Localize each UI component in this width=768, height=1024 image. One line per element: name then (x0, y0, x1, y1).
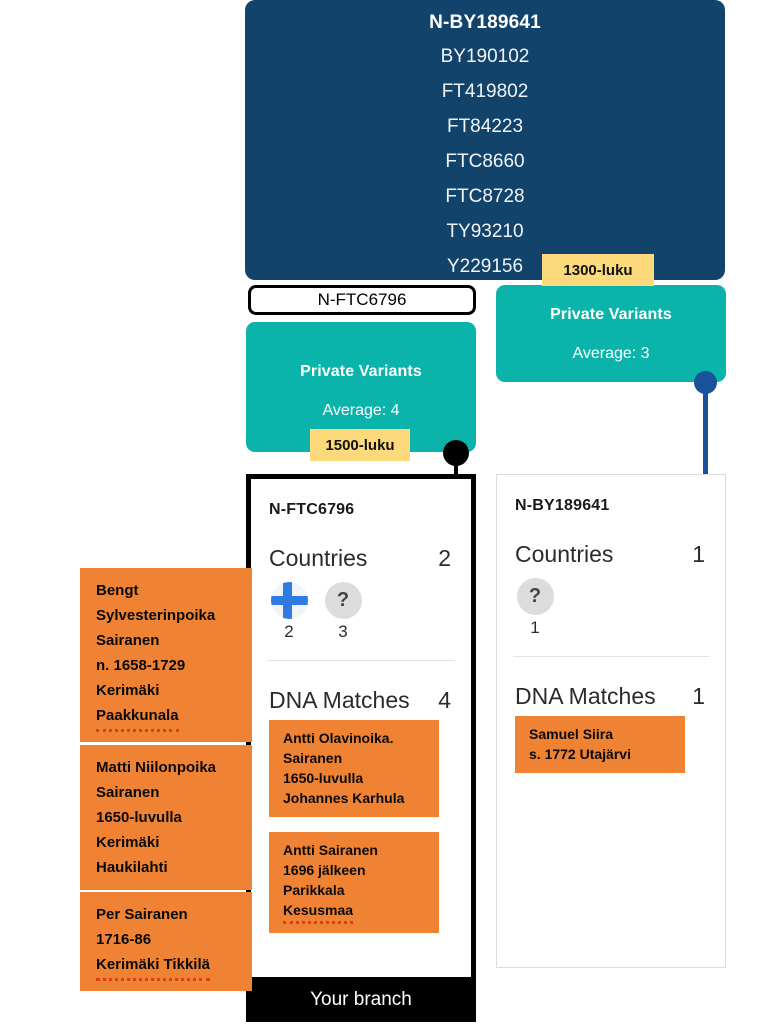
note-line: Sairanen (96, 632, 160, 649)
note-line: Matti Niilonpoika (96, 759, 216, 776)
connector-dot-right (694, 371, 717, 394)
private-variants-title: Private Variants (300, 363, 422, 380)
countries-row: Countries 2 (251, 519, 471, 572)
flag-count: 1 (530, 618, 540, 637)
note-line: n. 1658-1729 (96, 657, 186, 674)
haplogroup-row: FTC8660 (445, 151, 525, 172)
note-line: Per Sairanen (96, 906, 188, 923)
haplogroup-row: FT419802 (441, 81, 529, 102)
dna-match-chip[interactable]: Antti Sairanen 1696 jälkeen Parikkala Ke… (269, 832, 439, 933)
private-variants-title: Private Variants (550, 306, 672, 323)
dna-match-chip[interactable]: Antti Olavinoika. Sairanen 1650-luvulla … (269, 720, 439, 817)
match-line: Antti Sairanen (283, 842, 378, 858)
card-title: N-FTC6796 (269, 501, 355, 518)
match-line: Antti Olavinoika. (283, 730, 394, 746)
note-line: 1650-luvulla (96, 809, 182, 826)
countries-row: Countries 1 (497, 515, 725, 568)
flag-row: ? 1 (497, 568, 725, 638)
note-line: Haukilahti (96, 859, 168, 876)
flag-row: 2 ? 3 (251, 572, 471, 642)
annotation-note[interactable]: Per Sairanen 1716-86 Kerimäki Tikkilä (80, 892, 252, 991)
match-line: Kesusmaa (283, 900, 429, 924)
match-line: 1650-luvulla (283, 770, 364, 786)
flag-item[interactable]: 2 (269, 582, 309, 642)
haplogroup-row: FT84223 (446, 116, 524, 137)
dna-matches-row: DNA Matches 1 (497, 657, 725, 710)
match-line: Johannes Karhula (283, 790, 405, 806)
flag-item[interactable]: ? 1 (515, 578, 555, 638)
flag-count: 2 (284, 622, 294, 641)
card-title: N-BY189641 (515, 497, 610, 514)
note-line: 1716-86 (96, 931, 152, 948)
branch-label-ftc6796: N-FTC6796 (248, 285, 476, 315)
connector-dot-left (443, 440, 469, 466)
era-badge-1300: 1300-luku (542, 254, 654, 286)
haplogroup-row: FTC8728 (445, 186, 525, 207)
private-variants-right: Private Variants Average: 3 (496, 285, 726, 382)
dna-matches-count: 4 (438, 687, 451, 713)
finland-flag-icon (270, 582, 308, 619)
note-line: Paakkunala (96, 703, 244, 732)
note-line: Sairanen (96, 784, 160, 801)
dna-matches-label: DNA Matches (269, 687, 410, 713)
annotation-note[interactable]: Bengt Sylvesterinpoika Sairanen n. 1658-… (80, 568, 252, 742)
match-line: s. 1772 Utajärvi (529, 746, 631, 762)
flag-item[interactable]: ? 3 (323, 582, 363, 642)
haplogroup-row: BY190102 (440, 46, 530, 67)
private-variants-left: Private Variants Average: 4 (246, 322, 476, 452)
haplogroup-panel: N-BY189641 BY190102 FT419802 FT84223 FTC… (245, 0, 725, 280)
match-line: Parikkala (283, 882, 345, 898)
era-badge-1500: 1500-luku (310, 429, 410, 461)
private-variants-average: Average: 3 (572, 345, 650, 362)
countries-count: 2 (438, 545, 451, 571)
card-divider (513, 656, 709, 657)
note-line: Kerimäki (96, 682, 160, 699)
detail-card-by189641[interactable]: N-BY189641 Countries 1 ? 1 DNA Matches 1… (496, 474, 726, 968)
match-line: Sairanen (283, 750, 343, 766)
countries-label: Countries (515, 541, 614, 567)
detail-card-ftc6796[interactable]: N-FTC6796 Countries 2 2 ? 3 DNA Matches … (246, 474, 476, 986)
match-line: 1696 jälkeen (283, 862, 366, 878)
dna-matches-label: DNA Matches (515, 683, 656, 709)
haplogroup-row: Y229156 (446, 256, 524, 277)
connector-stem-right (703, 383, 708, 483)
note-line: Bengt (96, 582, 139, 599)
your-branch-footer: Your branch (246, 977, 476, 1022)
question-mark-icon: ? (516, 578, 554, 615)
haplogroup-head: N-BY189641 (429, 12, 541, 33)
annotation-note[interactable]: Matti Niilonpoika Sairanen 1650-luvulla … (80, 745, 252, 890)
question-mark-icon: ? (324, 582, 362, 619)
note-line: Kerimäki (96, 834, 160, 851)
flag-cross-horizontal (270, 596, 308, 605)
card-divider (267, 660, 455, 661)
note-line: Sylvesterinpoika (96, 607, 216, 624)
note-line: Kerimäki Tikkilä (96, 952, 244, 981)
haplogroup-row: TY93210 (446, 221, 524, 242)
countries-count: 1 (692, 541, 705, 567)
match-line: Samuel Siira (529, 726, 614, 742)
connector-stem-left (454, 455, 458, 485)
flag-count: 3 (338, 622, 348, 641)
private-variants-average: Average: 4 (322, 402, 400, 419)
dna-match-chip[interactable]: Samuel Siira s. 1772 Utajärvi (515, 716, 685, 773)
dna-matches-row: DNA Matches 4 (251, 661, 471, 714)
dna-matches-count: 1 (692, 683, 705, 709)
countries-label: Countries (269, 545, 368, 571)
